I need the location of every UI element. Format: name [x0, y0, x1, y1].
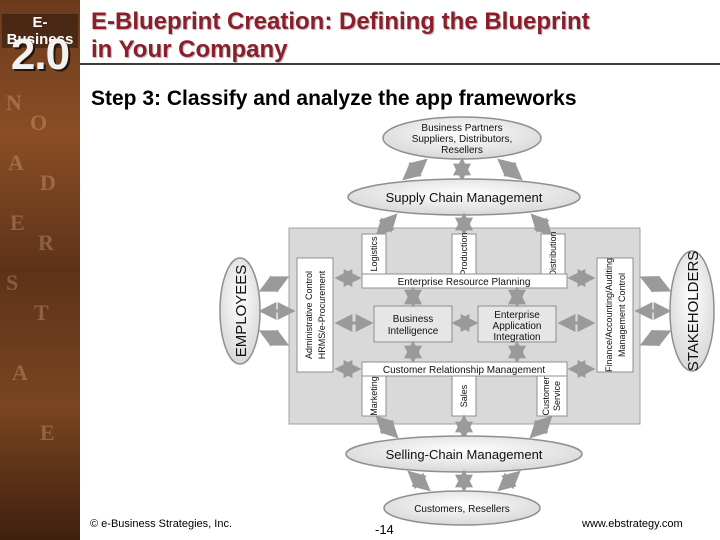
supply-chain-label: Supply Chain Management — [386, 190, 543, 205]
admin-box — [296, 257, 334, 373]
customers-oval — [383, 490, 541, 526]
slide-subtitle: Step 3: Classify and analyze the app fra… — [91, 87, 577, 110]
finance-label-2: Management Control — [617, 273, 627, 357]
sales-box — [451, 375, 477, 417]
arrow-supply-distribution — [530, 213, 553, 237]
arrow-service-selling — [529, 415, 553, 439]
admin-label-2: HRMS/e-Procurement — [317, 270, 327, 359]
arrow-employees-bottom — [258, 329, 290, 347]
eai-label-2: Application — [493, 321, 542, 332]
erp-label: Enterprise Resource Planning — [398, 277, 531, 288]
side-decoration: N O A D E R S T A E — [0, 0, 80, 540]
title-divider — [80, 63, 720, 65]
arrow-selling-customers-left — [407, 470, 431, 492]
title-line-2: in Your Company — [91, 36, 288, 63]
eai-box — [477, 305, 557, 343]
crm-label: Customer Relationship Management — [383, 365, 546, 376]
logo-text: E-Business — [2, 14, 78, 48]
admin-label-1: Administrative Control — [304, 271, 314, 359]
arrow-marketing-selling — [375, 415, 399, 439]
partners-label-3: Resellers — [441, 145, 483, 156]
stakeholders-label: STAKEHOLDERS — [685, 251, 702, 372]
finance-label-1: Finance/Accounting/Auditing — [604, 258, 614, 372]
footer-url[interactable]: www.ebstrategy.com — [582, 518, 683, 530]
arrow-stakeholders-top — [639, 275, 672, 293]
eai-label-1: Enterprise — [494, 310, 540, 321]
customers-label: Customers, Resellers — [414, 504, 510, 515]
bi-label-1: Business — [393, 314, 434, 325]
arrow-supply-logistics — [375, 213, 398, 237]
service-label-1: Customer — [541, 376, 551, 415]
arrow-partners-supply-left — [402, 158, 428, 181]
bi-label-2: Intelligence — [388, 326, 439, 337]
selling-chain-label: Selling-Chain Management — [386, 447, 543, 462]
distribution-label: Distribution — [548, 231, 558, 276]
partners-label-2: Suppliers, Distributors, — [412, 134, 513, 145]
logo-version: 2.0 — [10, 30, 70, 79]
partners-label-1: Business Partners — [421, 123, 502, 134]
arrow-selling-customers-right — [497, 470, 521, 492]
service-label-2: Service — [552, 381, 562, 411]
marketing-box — [361, 375, 387, 417]
arrow-stakeholders-bottom — [639, 329, 672, 347]
finance-box — [596, 257, 634, 373]
production-label: Production — [459, 232, 469, 275]
footer-page-number: -14 — [375, 522, 394, 537]
sales-label: Sales — [459, 384, 469, 407]
logistics-box — [361, 233, 387, 275]
logistics-label: Logistics — [369, 236, 379, 272]
employees-label: EMPLOYEES — [233, 265, 250, 358]
arrow-employees-top — [258, 275, 290, 293]
arrow-partners-supply-right — [497, 158, 523, 181]
footer-copyright: © e-Business Strategies, Inc. — [90, 518, 233, 530]
title-line-1: E-Blueprint Creation: Defining the Bluep… — [91, 8, 590, 35]
marketing-label: Marketing — [369, 376, 379, 416]
eai-label-3: Integration — [493, 332, 540, 343]
erp-bar — [361, 273, 568, 289]
page-title: E-Blueprint Creation: Defining the Bluep… — [91, 8, 711, 64]
